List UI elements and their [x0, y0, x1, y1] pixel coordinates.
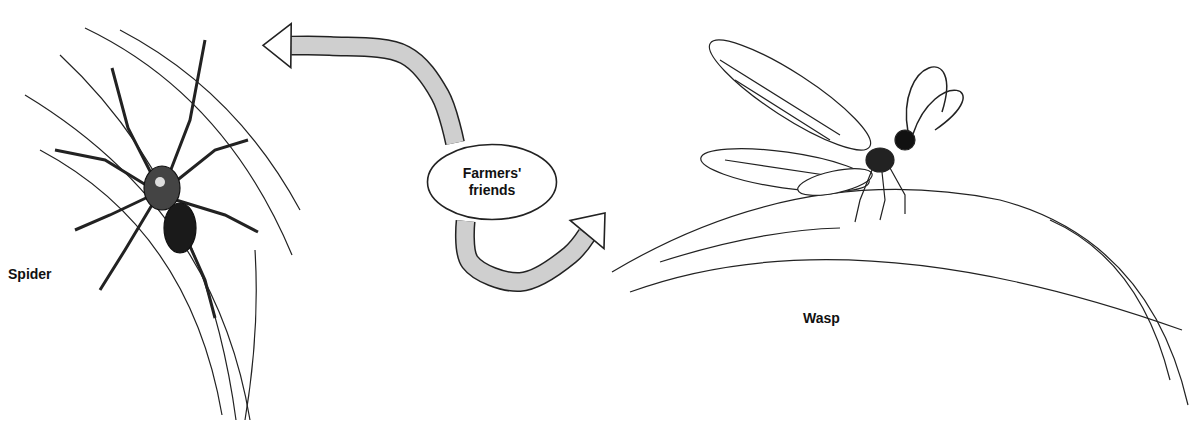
spider-leg — [55, 150, 146, 185]
spider-leg — [175, 140, 248, 182]
grass-blade — [245, 250, 256, 420]
wasp-wing-vein — [720, 60, 840, 140]
wasp-leg — [855, 168, 905, 222]
ellipse-shape — [428, 145, 557, 220]
grass-blade — [660, 228, 840, 262]
grass-blade — [1050, 220, 1170, 380]
spider-illustration — [25, 28, 300, 420]
grass-blade — [85, 28, 292, 255]
wasp-antenna — [906, 67, 946, 132]
ellipse-node: Farmers' friends — [426, 143, 558, 221]
spider-thorax — [144, 166, 180, 210]
grass-blade — [612, 189, 1188, 405]
spider-leg — [100, 205, 152, 290]
arrow-shaft — [291, 45, 455, 143]
spider-node: Spider — [5, 8, 263, 423]
grass-blade — [630, 260, 1182, 330]
arrow-head — [263, 24, 291, 68]
wasp-wing — [698, 25, 881, 165]
figure-label: Wasp — [803, 310, 840, 327]
spider-leg — [170, 40, 205, 172]
arrow-outline — [291, 45, 455, 143]
wasp-illustration — [612, 25, 1188, 405]
spider-abdomen — [164, 203, 196, 253]
grass-blade — [40, 150, 222, 415]
grass-blade — [120, 30, 300, 210]
figure-label: Spider — [8, 266, 52, 283]
curved-arrow — [465, 213, 605, 282]
wasp-head — [895, 130, 915, 150]
arrow-shaft — [465, 221, 587, 282]
spider-eye-spot — [155, 177, 165, 187]
spider-leg — [112, 68, 152, 175]
wasp-node: Wasp — [605, 15, 1185, 345]
spider-leg — [75, 197, 148, 230]
wasp-antenna — [913, 90, 963, 134]
curved-arrow — [263, 24, 455, 143]
arrow-outline — [465, 221, 587, 282]
grass-blade — [60, 55, 236, 420]
arrow-head — [570, 213, 605, 249]
node-title: Farmers' friends — [452, 165, 532, 199]
